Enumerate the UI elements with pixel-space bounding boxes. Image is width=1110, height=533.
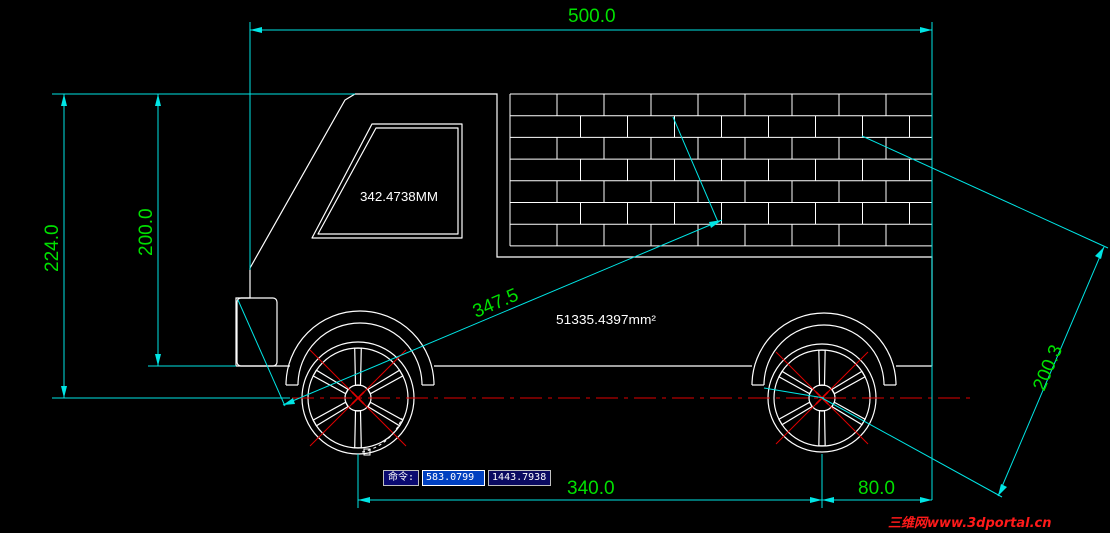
command-prompt-label: 命令: <box>383 470 420 486</box>
command-input-bar[interactable]: 命令: 583.0799 1443.7938 <box>383 470 552 486</box>
truck-outline <box>235 93 933 386</box>
dimension-diagonal: 347.5 <box>470 285 522 323</box>
area-note: 51335.4397mm² <box>556 312 657 327</box>
dimension-rear-aligned: 200.3 <box>1029 342 1067 394</box>
dimension-overall-height: 224.0 <box>42 224 63 272</box>
dimension-wheelbase: 340.0 <box>567 478 615 499</box>
cargo-brick-pattern <box>509 93 933 247</box>
window-perimeter-note: 342.4738MM <box>360 189 438 204</box>
dimension-lines <box>52 22 1109 508</box>
x-coordinate-input[interactable]: 583.0799 <box>422 470 486 486</box>
rotation-preview-arc <box>361 417 403 453</box>
cursor-snap-marker[interactable] <box>363 448 371 456</box>
y-coordinate-input[interactable]: 1443.7938 <box>488 470 552 486</box>
dimension-arrows <box>61 27 1104 503</box>
dimension-rear-overhang: 80.0 <box>858 478 895 499</box>
dimension-overall-length: 500.0 <box>568 6 616 27</box>
site-watermark: 三维网www.3dportal.cn <box>888 516 1052 531</box>
centerlines <box>178 349 970 447</box>
dimension-body-height: 200.0 <box>136 208 157 256</box>
